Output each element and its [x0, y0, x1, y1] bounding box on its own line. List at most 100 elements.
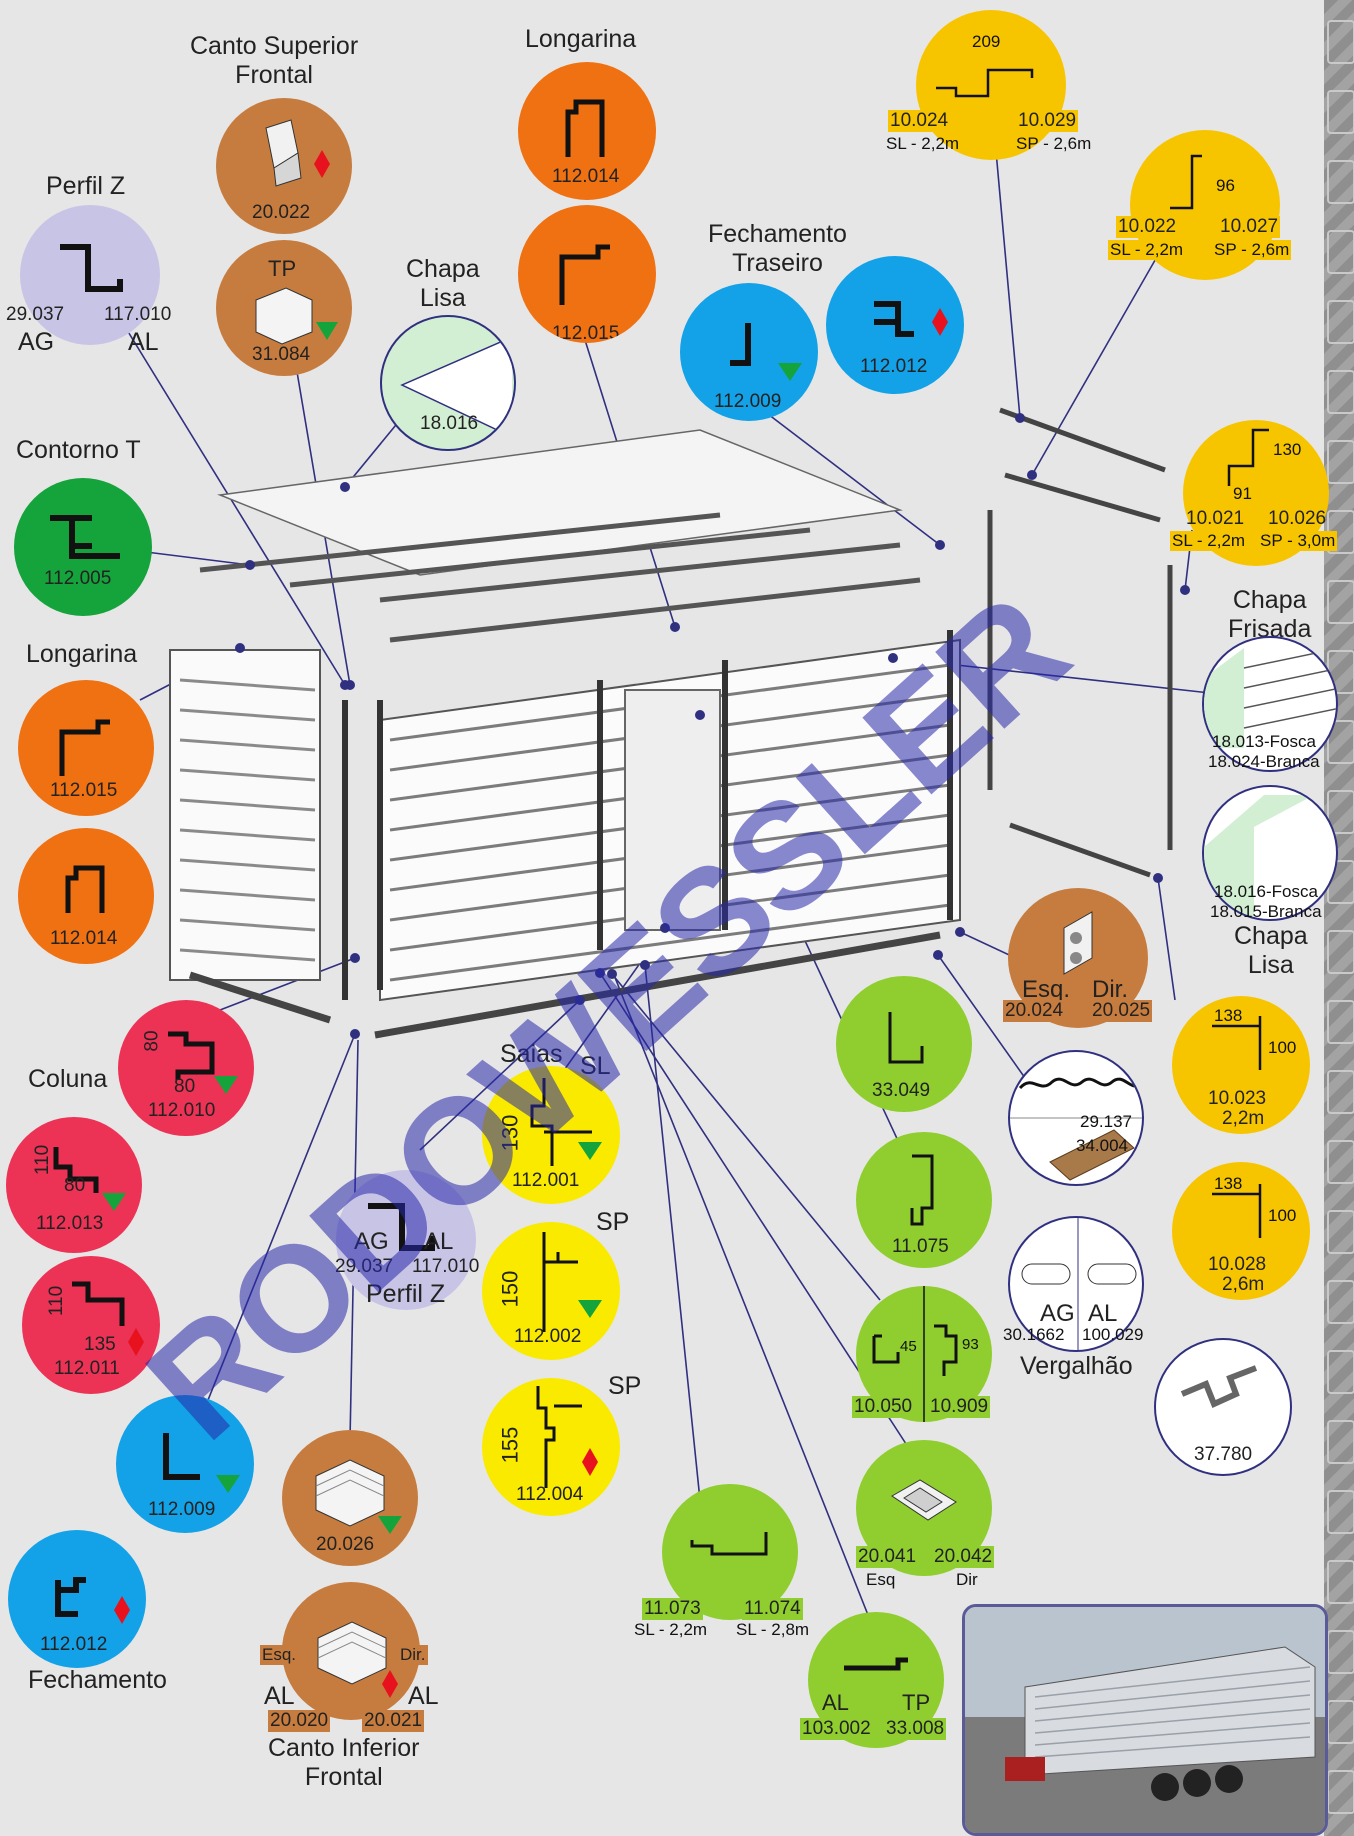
- profile-icon: [1227, 428, 1269, 486]
- length-label: 2,2m: [1222, 1108, 1265, 1129]
- part-circle: 112.014: [518, 62, 656, 200]
- part-code: 20.025: [1090, 1000, 1153, 1022]
- heading-chapa-frisada: Chapa Frisada: [1228, 586, 1312, 643]
- column-profile-icon: [72, 1281, 144, 1356]
- dimension-label: 80: [174, 1076, 196, 1097]
- material-label: AG: [1040, 1300, 1075, 1327]
- part-circle: TP 31.084: [216, 240, 352, 376]
- part-code: 112.004: [516, 1484, 584, 1505]
- heading-perfil-z-mid: Perfil Z: [366, 1280, 446, 1308]
- length-label: 2,6m: [1222, 1274, 1265, 1295]
- part-code: 11.074: [742, 1598, 803, 1620]
- profile-icon: [872, 1286, 958, 1422]
- part-code: 10.022: [1116, 216, 1179, 238]
- roof-beams: [199, 512, 921, 643]
- part-code: 112.013: [36, 1213, 104, 1234]
- part-code: 33.008: [884, 1718, 947, 1740]
- part-circle: 112.009: [680, 283, 818, 421]
- side-label: Dir.: [1092, 976, 1128, 1003]
- part-code: 18.015-Branca: [1210, 902, 1322, 921]
- part-code: 33.049: [872, 1080, 931, 1101]
- part-code: 112.010: [148, 1100, 216, 1121]
- dimension-label: 130: [1273, 440, 1302, 459]
- length-label: SL - 2,2m: [634, 1620, 708, 1639]
- heading-longarina-left: Longarina: [26, 640, 138, 668]
- part-circle: 112.005: [14, 478, 152, 616]
- skirt-profile-icon: [530, 1078, 602, 1166]
- part-circle: 138 100 10.023 2,2m: [1172, 996, 1310, 1134]
- dimension-label: 155: [497, 1426, 523, 1464]
- columns: [342, 630, 953, 1000]
- heading-fechamento-traseiro: Fechamento Traseiro: [708, 220, 847, 277]
- part-code: 10.024: [888, 110, 951, 132]
- z-profile-icon: [368, 1203, 435, 1251]
- side-label: Esq.: [1022, 976, 1071, 1003]
- part-code: 112.014: [552, 166, 620, 187]
- variant-label: SP: [608, 1372, 642, 1400]
- part-circle: 112.015: [18, 680, 154, 816]
- part-code: 20.026: [316, 1534, 375, 1555]
- side-label: Dir.: [398, 1645, 428, 1665]
- side-strip: [1324, 0, 1354, 1836]
- dimension-label: 100: [1268, 1206, 1297, 1225]
- part-circle: [20, 205, 160, 345]
- part-code: 10.027: [1218, 216, 1281, 238]
- part-code: TP: [268, 256, 297, 281]
- dimension-label: 209: [972, 32, 1001, 51]
- part-code: 20.024: [1003, 1000, 1066, 1022]
- part-code: 112.014: [50, 928, 118, 949]
- part-circle: 29.137 34.004: [1008, 1050, 1144, 1186]
- heading-longarina-top: Longarina: [525, 25, 637, 53]
- profile-icon: [1212, 1016, 1262, 1070]
- bottom-rails: [188, 931, 941, 1039]
- part-code: 117.010: [412, 1256, 480, 1277]
- t-profile-icon: [50, 515, 120, 559]
- material-label: TP: [902, 1690, 931, 1715]
- skirt-profile-icon: [542, 1232, 602, 1332]
- part-circle: [282, 1582, 420, 1720]
- part-code: 112.001: [512, 1170, 580, 1191]
- dimension-label: 150: [497, 1270, 523, 1308]
- part-code: 34.004: [1076, 1136, 1128, 1155]
- material-label: AL: [408, 1682, 439, 1710]
- material-label: AL: [424, 1228, 454, 1255]
- dimension-label: 45: [900, 1338, 917, 1355]
- part-circle: 20.026: [282, 1430, 418, 1566]
- l-profile-icon: [888, 1012, 924, 1064]
- part-circle: 150 112.002: [482, 1222, 620, 1360]
- skirt-profile-icon: [536, 1386, 598, 1488]
- profile-icon: [910, 1154, 934, 1226]
- profile-icon: [565, 99, 605, 157]
- profile-icon: [59, 719, 110, 776]
- part-code: 31.084: [252, 344, 311, 365]
- heading-coluna: Coluna: [28, 1065, 108, 1093]
- profile-icon: [1170, 154, 1202, 210]
- material-label: AL: [1088, 1300, 1118, 1327]
- dimension-label: 80: [64, 1175, 86, 1196]
- heading-contorno-t: Contorno T: [16, 436, 141, 464]
- part-code: 112.009: [148, 1499, 216, 1520]
- dimension-label: 96: [1216, 176, 1235, 195]
- part-code: 10.023: [1208, 1088, 1267, 1109]
- truck-image: [965, 1607, 1325, 1833]
- part-code: 112.012: [860, 356, 928, 377]
- part-code: 10.021: [1186, 508, 1245, 529]
- part-circle: 110 135 112.011: [22, 1256, 160, 1394]
- side-label: Esq.: [260, 1645, 299, 1665]
- length-label: SP - 2,6m: [1212, 240, 1292, 260]
- part-circle: 112.012: [826, 256, 964, 394]
- part-code: 112.011: [54, 1358, 120, 1379]
- rod-icon: [1021, 1218, 1137, 1350]
- heading-vergalhao: Vergalhão: [1020, 1352, 1133, 1380]
- heading-fechamento: Fechamento: [28, 1666, 167, 1694]
- part-code: 112.009: [714, 391, 782, 412]
- part-circle: 110 80 112.013: [6, 1117, 142, 1253]
- part-code: 20.021: [362, 1710, 425, 1732]
- dimension-label: 110: [46, 1285, 68, 1317]
- heading-perfil-z-top: Perfil Z: [46, 172, 126, 200]
- part-circle: 138 100 10.028 2,6m: [1172, 1162, 1310, 1300]
- part-circle: [662, 1484, 798, 1620]
- part-code: 10.028: [1208, 1254, 1267, 1275]
- length-label: SL - 2,8m: [736, 1620, 810, 1639]
- length-label: SL - 2,2m: [886, 134, 960, 153]
